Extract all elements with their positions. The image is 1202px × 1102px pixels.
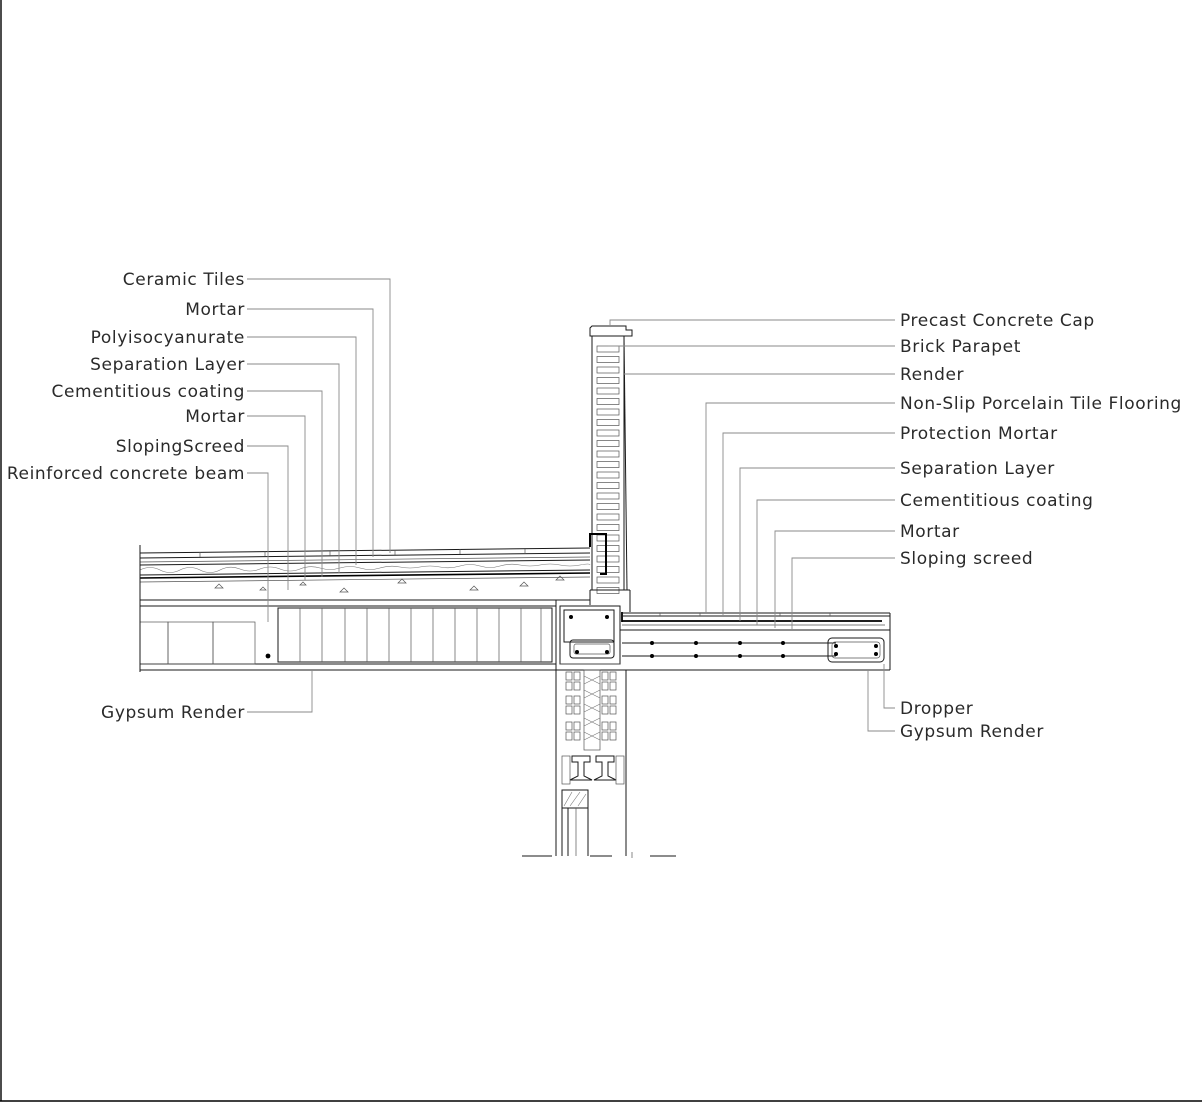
brick-course <box>596 482 620 489</box>
brick-course <box>596 429 620 437</box>
label-separation-layer-right: Separation Layer <box>900 459 1055 479</box>
label-gypsum-render-right: Gypsum Render <box>900 722 1044 742</box>
label-separation-layer-left: Separation Layer <box>90 355 245 375</box>
masonry-block-cell <box>601 731 609 741</box>
brick-course <box>596 377 620 384</box>
brick-course <box>596 419 620 426</box>
masonry-block-cell <box>609 721 617 731</box>
brick-course <box>596 492 620 500</box>
label-mortar-lower: Mortar <box>185 407 245 427</box>
masonry-block-cell <box>601 705 609 715</box>
label-sloping-screed-left: SlopingScreed <box>116 437 245 457</box>
masonry-block-cell <box>573 671 581 681</box>
masonry-block-cell <box>609 705 617 715</box>
masonry-block-cell <box>565 731 573 741</box>
brick-course <box>596 576 620 584</box>
right-leader-lines <box>608 319 895 732</box>
label-non-slip-porcelain-tile-flooring: Non-Slip Porcelain Tile Flooring <box>900 394 1182 414</box>
left-leader-lines <box>247 278 391 713</box>
left-labels: Ceramic Tiles Mortar Polyisocyanurate Se… <box>7 270 245 723</box>
brick-course <box>596 513 620 521</box>
masonry-block-cell <box>565 671 573 681</box>
brick-course <box>596 366 620 374</box>
brick-course <box>596 534 620 542</box>
wall-below <box>522 669 676 858</box>
brick-course <box>596 555 620 563</box>
label-polyisocyanurate: Polyisocyanurate <box>91 328 245 348</box>
masonry-block-cell <box>601 671 609 681</box>
masonry-block-cell <box>573 721 581 731</box>
brick-course <box>596 566 620 573</box>
masonry-block-cell <box>565 705 573 715</box>
masonry-block-cell <box>573 731 581 741</box>
brick-course <box>596 387 620 395</box>
masonry-block-cell <box>609 731 617 741</box>
masonry-block-cell <box>609 681 617 691</box>
right-balcony-buildup <box>620 612 891 670</box>
brick-course <box>596 356 620 363</box>
edge-beam-junction <box>559 605 621 665</box>
left-roof-buildup <box>139 545 890 672</box>
masonry-block-cell <box>565 721 573 731</box>
brick-course <box>596 545 620 552</box>
masonry-block-cell <box>601 681 609 691</box>
masonry-block-cell <box>601 721 609 731</box>
masonry-block-cell <box>565 681 573 691</box>
brick-course <box>596 471 620 479</box>
masonry-block-cell <box>609 695 617 705</box>
brick-course <box>596 503 620 510</box>
brick-course <box>596 461 620 468</box>
brick-course <box>596 345 620 353</box>
label-dropper: Dropper <box>900 699 973 719</box>
label-mortar-top: Mortar <box>185 300 245 320</box>
label-protection-mortar: Protection Mortar <box>900 424 1058 444</box>
brick-parapet <box>589 325 633 612</box>
brick-course <box>596 408 620 416</box>
masonry-block-cell <box>573 695 581 705</box>
label-brick-parapet: Brick Parapet <box>900 337 1021 357</box>
masonry-block-cell <box>565 695 573 705</box>
masonry-block-cell <box>573 705 581 715</box>
label-precast-concrete-cap: Precast Concrete Cap <box>900 311 1095 331</box>
brick-course <box>596 524 620 531</box>
right-labels: Precast Concrete Cap Brick Parapet Rende… <box>900 311 1182 742</box>
masonry-block-cell <box>573 681 581 691</box>
brick-course <box>596 398 620 405</box>
label-cementitious-coating-right: Cementitious coating <box>900 491 1093 511</box>
masonry-block-cell <box>601 695 609 705</box>
label-reinforced-concrete-beam: Reinforced concrete beam <box>7 464 245 484</box>
label-mortar-right: Mortar <box>900 522 960 542</box>
brick-course <box>596 440 620 447</box>
label-sloping-screed-right: Sloping screed <box>900 549 1033 569</box>
masonry-block-cell <box>609 671 617 681</box>
label-gypsum-render-left: Gypsum Render <box>101 703 245 723</box>
label-render: Render <box>900 365 964 385</box>
label-ceramic-tiles: Ceramic Tiles <box>123 270 245 290</box>
brick-course <box>596 450 620 458</box>
label-cementitious-coating-left: Cementitious coating <box>52 382 245 402</box>
